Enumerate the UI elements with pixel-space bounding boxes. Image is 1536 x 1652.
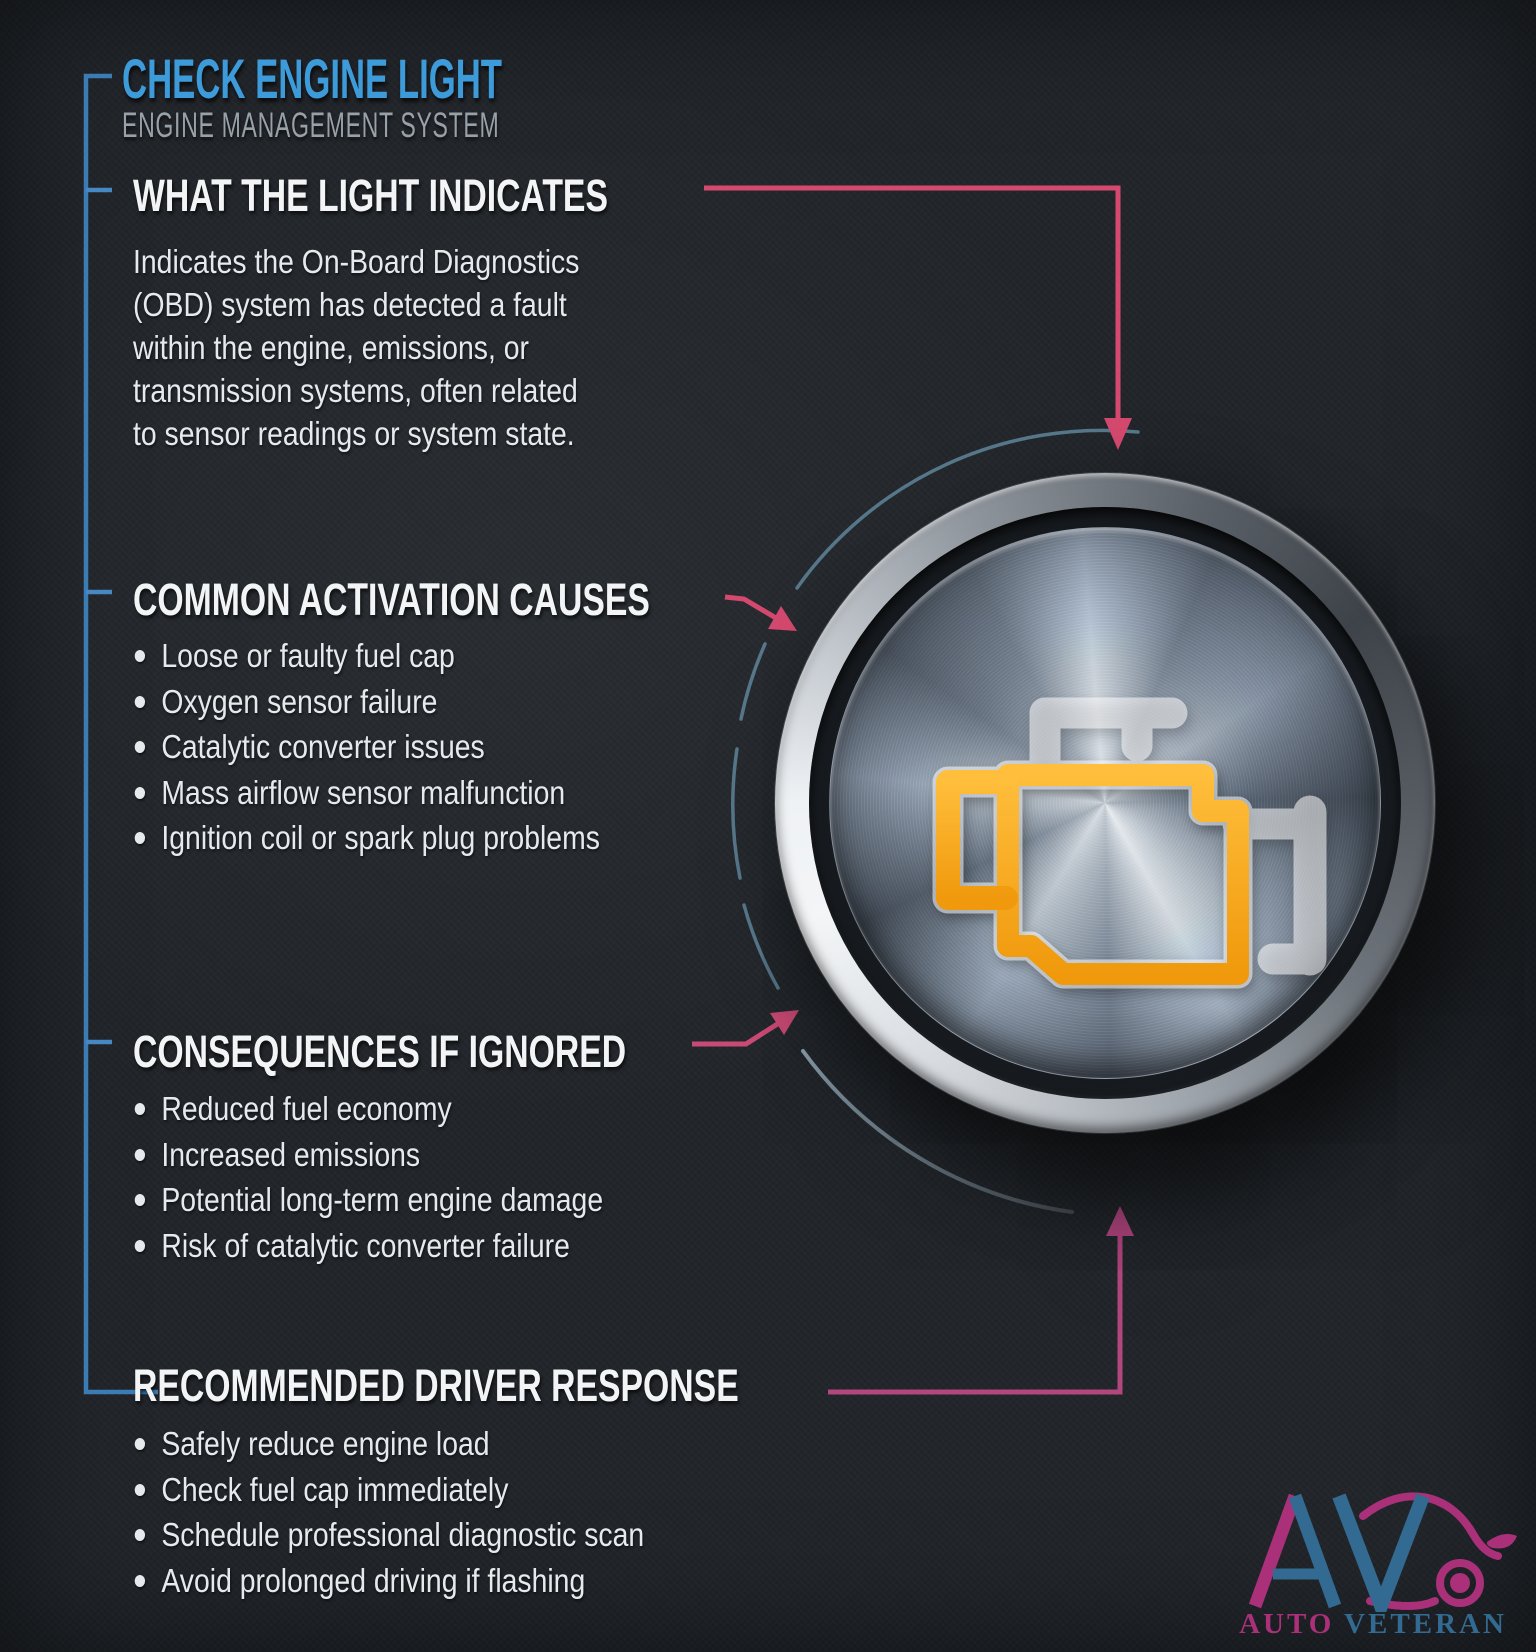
section-heading-indicates: WHAT THE LIGHT INDICATES bbox=[133, 170, 608, 221]
bullet-item: Reduced fuel economy bbox=[133, 1086, 603, 1132]
logo-word-veteran: VETERAN bbox=[1344, 1608, 1507, 1640]
section-body-indicates: Indicates the On-Board Diagnostics (OBD)… bbox=[133, 240, 579, 455]
arrow-indicates bbox=[704, 185, 1132, 450]
engine-warning-icon bbox=[932, 697, 1327, 989]
section-rail bbox=[83, 73, 158, 1395]
bullet-list-causes: Loose or faulty fuel cap Oxygen sensor f… bbox=[133, 633, 600, 861]
page-title: CHECK ENGINE LIGHT bbox=[122, 47, 503, 110]
bullet-item: Loose or faulty fuel cap bbox=[133, 633, 600, 679]
bullet-item: Safely reduce engine load bbox=[133, 1421, 644, 1467]
bullet-item: Schedule professional diagnostic scan bbox=[133, 1512, 644, 1558]
page-subtitle: ENGINE MANAGEMENT SYSTEM bbox=[122, 106, 500, 145]
check-engine-button bbox=[775, 473, 1435, 1133]
body-line: to sensor readings or system state. bbox=[133, 415, 575, 452]
bullet-list-response: Safely reduce engine load Check fuel cap… bbox=[133, 1421, 644, 1603]
bullet-list-consequences: Reduced fuel economy Increased emissions… bbox=[133, 1086, 603, 1268]
auto-veteran-logo-mark bbox=[1248, 1492, 1517, 1612]
arrow-response bbox=[828, 1206, 1134, 1395]
bullet-item: Risk of catalytic converter failure bbox=[133, 1223, 603, 1269]
bullet-item: Avoid prolonged driving if flashing bbox=[133, 1558, 644, 1604]
arrow-causes bbox=[724, 594, 797, 631]
bullet-item: Potential long-term engine damage bbox=[133, 1177, 603, 1223]
bullet-item: Increased emissions bbox=[133, 1132, 603, 1178]
arrow-consequences bbox=[692, 1010, 799, 1047]
body-line: Indicates the On-Board Diagnostics bbox=[133, 243, 580, 280]
body-line: within the engine, emissions, or bbox=[133, 329, 529, 366]
logo-wordmark: AUTO VETERAN bbox=[1238, 1608, 1508, 1641]
bullet-item: Oxygen sensor failure bbox=[133, 679, 600, 725]
logo-word-auto: AUTO bbox=[1239, 1608, 1335, 1640]
dial-arc-swoosh bbox=[801, 1049, 1074, 1214]
bullet-item: Mass airflow sensor malfunction bbox=[133, 770, 600, 816]
av-monogram bbox=[1248, 1493, 1430, 1612]
section-heading-response: RECOMMENDED DRIVER RESPONSE bbox=[133, 1360, 739, 1411]
section-heading-causes: COMMON ACTIVATION CAUSES bbox=[133, 574, 650, 625]
bullet-item: Ignition coil or spark plug problems bbox=[133, 815, 600, 861]
bullet-item: Check fuel cap immediately bbox=[133, 1467, 644, 1513]
body-line: (OBD) system has detected a fault bbox=[133, 286, 567, 323]
bullet-item: Catalytic converter issues bbox=[133, 724, 600, 770]
body-line: transmission systems, often related bbox=[133, 372, 578, 409]
section-heading-consequences: CONSEQUENCES IF IGNORED bbox=[133, 1026, 627, 1077]
dial-arc-decoration bbox=[731, 428, 1140, 990]
